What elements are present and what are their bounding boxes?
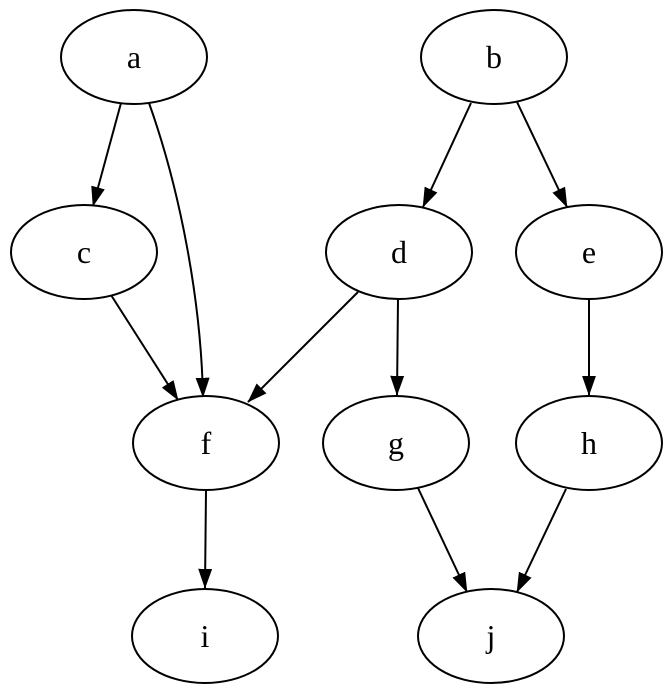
- edge-b-e: [516, 101, 568, 208]
- node-a-label: a: [127, 39, 141, 75]
- edge-f-i: [198, 489, 213, 589]
- node-b: b: [420, 9, 568, 105]
- node-g-label: g: [388, 425, 404, 461]
- node-g-shape: [322, 395, 470, 491]
- node-f-label: f: [201, 425, 212, 461]
- edge-c-f: [110, 294, 179, 401]
- edge-h-j: [516, 488, 567, 593]
- edge-g-j: [417, 487, 468, 593]
- node-b-label: b: [486, 39, 502, 75]
- nodes-layer: a b c d e f g h i j: [10, 9, 663, 684]
- edge-d-f: [247, 291, 359, 403]
- node-j-label: j: [486, 618, 496, 654]
- node-f-shape: [132, 395, 280, 491]
- edge-d-g: [390, 298, 405, 396]
- node-c-label: c: [77, 234, 91, 270]
- node-a: a: [60, 9, 208, 105]
- node-h: h: [515, 395, 663, 491]
- node-j-shape: [417, 588, 565, 684]
- node-a-shape: [60, 9, 208, 105]
- node-c: c: [10, 204, 158, 300]
- node-i: i: [131, 588, 279, 684]
- node-c-shape: [10, 204, 158, 300]
- node-e-label: e: [582, 234, 596, 270]
- node-h-label: h: [581, 425, 597, 461]
- node-i-label: i: [201, 618, 210, 654]
- node-j: j: [417, 588, 565, 684]
- node-d-shape: [325, 204, 473, 300]
- edges-layer: [91, 101, 596, 593]
- node-b-shape: [420, 9, 568, 105]
- node-d-label: d: [391, 234, 407, 270]
- node-d: d: [325, 204, 473, 300]
- node-h-shape: [515, 395, 663, 491]
- node-i-shape: [131, 588, 279, 684]
- node-g: g: [322, 395, 470, 491]
- edge-a-f: [148, 102, 210, 398]
- edge-a-c: [91, 102, 122, 207]
- node-f: f: [132, 395, 280, 491]
- node-e: e: [515, 204, 663, 300]
- node-e-shape: [515, 204, 663, 300]
- edge-b-d: [422, 102, 472, 208]
